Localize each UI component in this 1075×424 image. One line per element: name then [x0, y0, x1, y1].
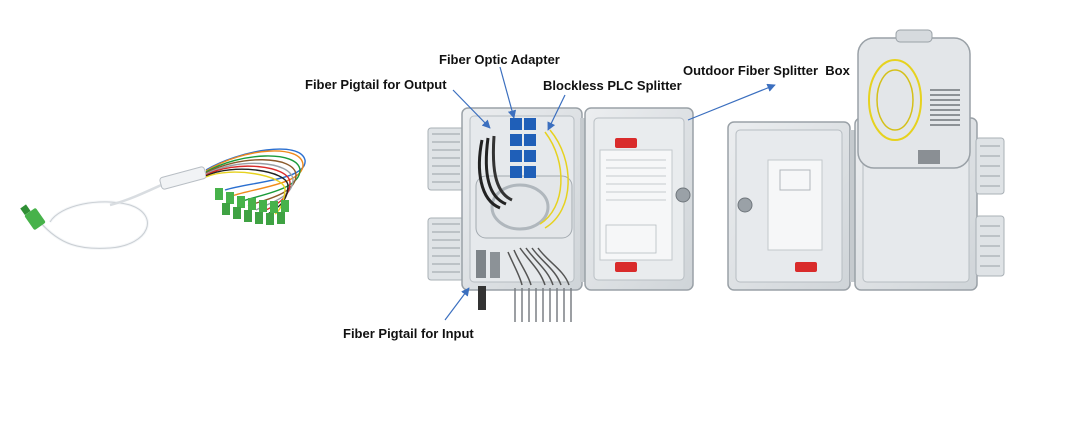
arrow-pigtail-output [452, 89, 491, 129]
plc-splitter-illustration [20, 148, 306, 250]
fiber-adapter-icon [510, 118, 536, 178]
splitter-body [159, 166, 207, 190]
arrow-pigtail-input [444, 287, 470, 321]
output-connectors-icon [215, 188, 289, 225]
label-fiber-pigtail-output: Fiber Pigtail for Output [305, 77, 447, 92]
output-cable-bundle [507, 247, 570, 286]
input-connector-icon [20, 204, 46, 230]
label-fiber-optic-adapter: Fiber Optic Adapter [439, 52, 560, 67]
label-fiber-pigtail-input: Fiber Pigtail for Input [343, 326, 474, 341]
arrow-adapter [499, 66, 517, 119]
open-splitter-box-illustration [427, 107, 694, 322]
leader-arrows [444, 66, 776, 321]
splitter-box-with-tray-illustration [727, 29, 1005, 291]
arrow-plc-splitter [547, 94, 566, 131]
arrow-splitter-box [687, 83, 776, 121]
label-blockless-plc-splitter: Blockless PLC Splitter [543, 78, 682, 93]
label-outdoor-fiber-splitter-box: Outdoor Fiber Splitter Box [683, 63, 850, 78]
